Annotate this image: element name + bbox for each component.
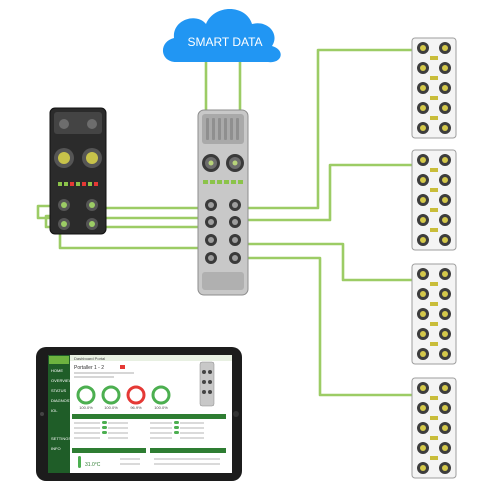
tablet-device-name: Portaller 1 - 2 [74,365,104,371]
cable-hub-module-2 [244,163,414,222]
left-module-leds [58,182,98,186]
tablet-temp-panel-header [72,448,146,453]
tablet-nav-info[interactable]: INFO [51,446,61,451]
tablet-camera-icon [40,412,44,416]
tablet-nav-home[interactable]: HOME [51,368,63,373]
cable-hub-module-1 [244,48,414,210]
tablet-table-rows [74,422,204,439]
tablet-logo [49,356,69,364]
io-module-3 [411,263,457,365]
tablet-nav-settings[interactable]: SETTINGS [51,436,71,441]
tablet-home-button-icon [233,411,239,417]
thermometer-icon [78,456,81,468]
tablet-nav-overview[interactable]: OVERVIEW [51,378,73,383]
tablet-gauge-2 [101,385,121,405]
tablet-nav-status[interactable]: STATUS [51,388,67,393]
tablet-device-image [199,361,215,407]
tablet-header-title: Dashboard Portal [74,356,105,361]
cable-hub-module-3 [244,242,414,282]
cables [36,48,414,397]
io-module-4 [411,377,457,479]
left-module-bus-connectors [54,148,102,168]
cloud-icon [162,9,281,63]
cable-left-to-hub-2 [44,214,202,229]
tablet-gauge-3-value: 96.9% [130,405,142,410]
tablet-gauge-1 [76,385,96,405]
tablet-gauge-4-value: 100.0% [154,405,168,410]
cable-hub-module-4 [244,256,414,397]
tablet: HOME OVERVIEW STATUS DIAGNOSTICS IOL SET… [36,347,242,481]
tablet-sidebar [48,355,70,473]
tablet-table-header [72,414,226,419]
tablet-gauge-4 [151,385,171,405]
tablet-gauge-2-value: 100.0% [104,405,118,410]
cable-left-to-hub-3 [96,204,202,210]
tablet-temperature: 31.0°C [85,462,101,468]
cable-left-to-hub-1 [36,204,202,220]
io-link-master-hub [197,109,249,296]
tablet-nav-diagnostics[interactable]: DIAGNOSTICS [51,398,79,403]
io-module-1 [411,37,457,139]
smart-data-cloud: SMART DATA [162,9,281,63]
left-io-module [49,107,107,235]
io-module-2 [411,149,457,251]
tablet-gauges: 100.0% 100.0% 96.9% 100.0% [76,385,171,410]
cloud-label: SMART DATA [187,35,262,49]
hub-bus-connectors [202,154,244,172]
tablet-alert-badge [120,365,125,369]
tablet-nav-iol[interactable]: IOL [51,408,58,413]
tablet-gauge-1-value: 100.0% [79,405,93,410]
tablet-toggles[interactable] [102,421,179,434]
cable-left-to-hub-4 [58,230,202,250]
tablet-gauge-3 [126,385,146,405]
tablet-chart-panel-header [150,448,226,453]
hub-status-leds [203,180,243,184]
